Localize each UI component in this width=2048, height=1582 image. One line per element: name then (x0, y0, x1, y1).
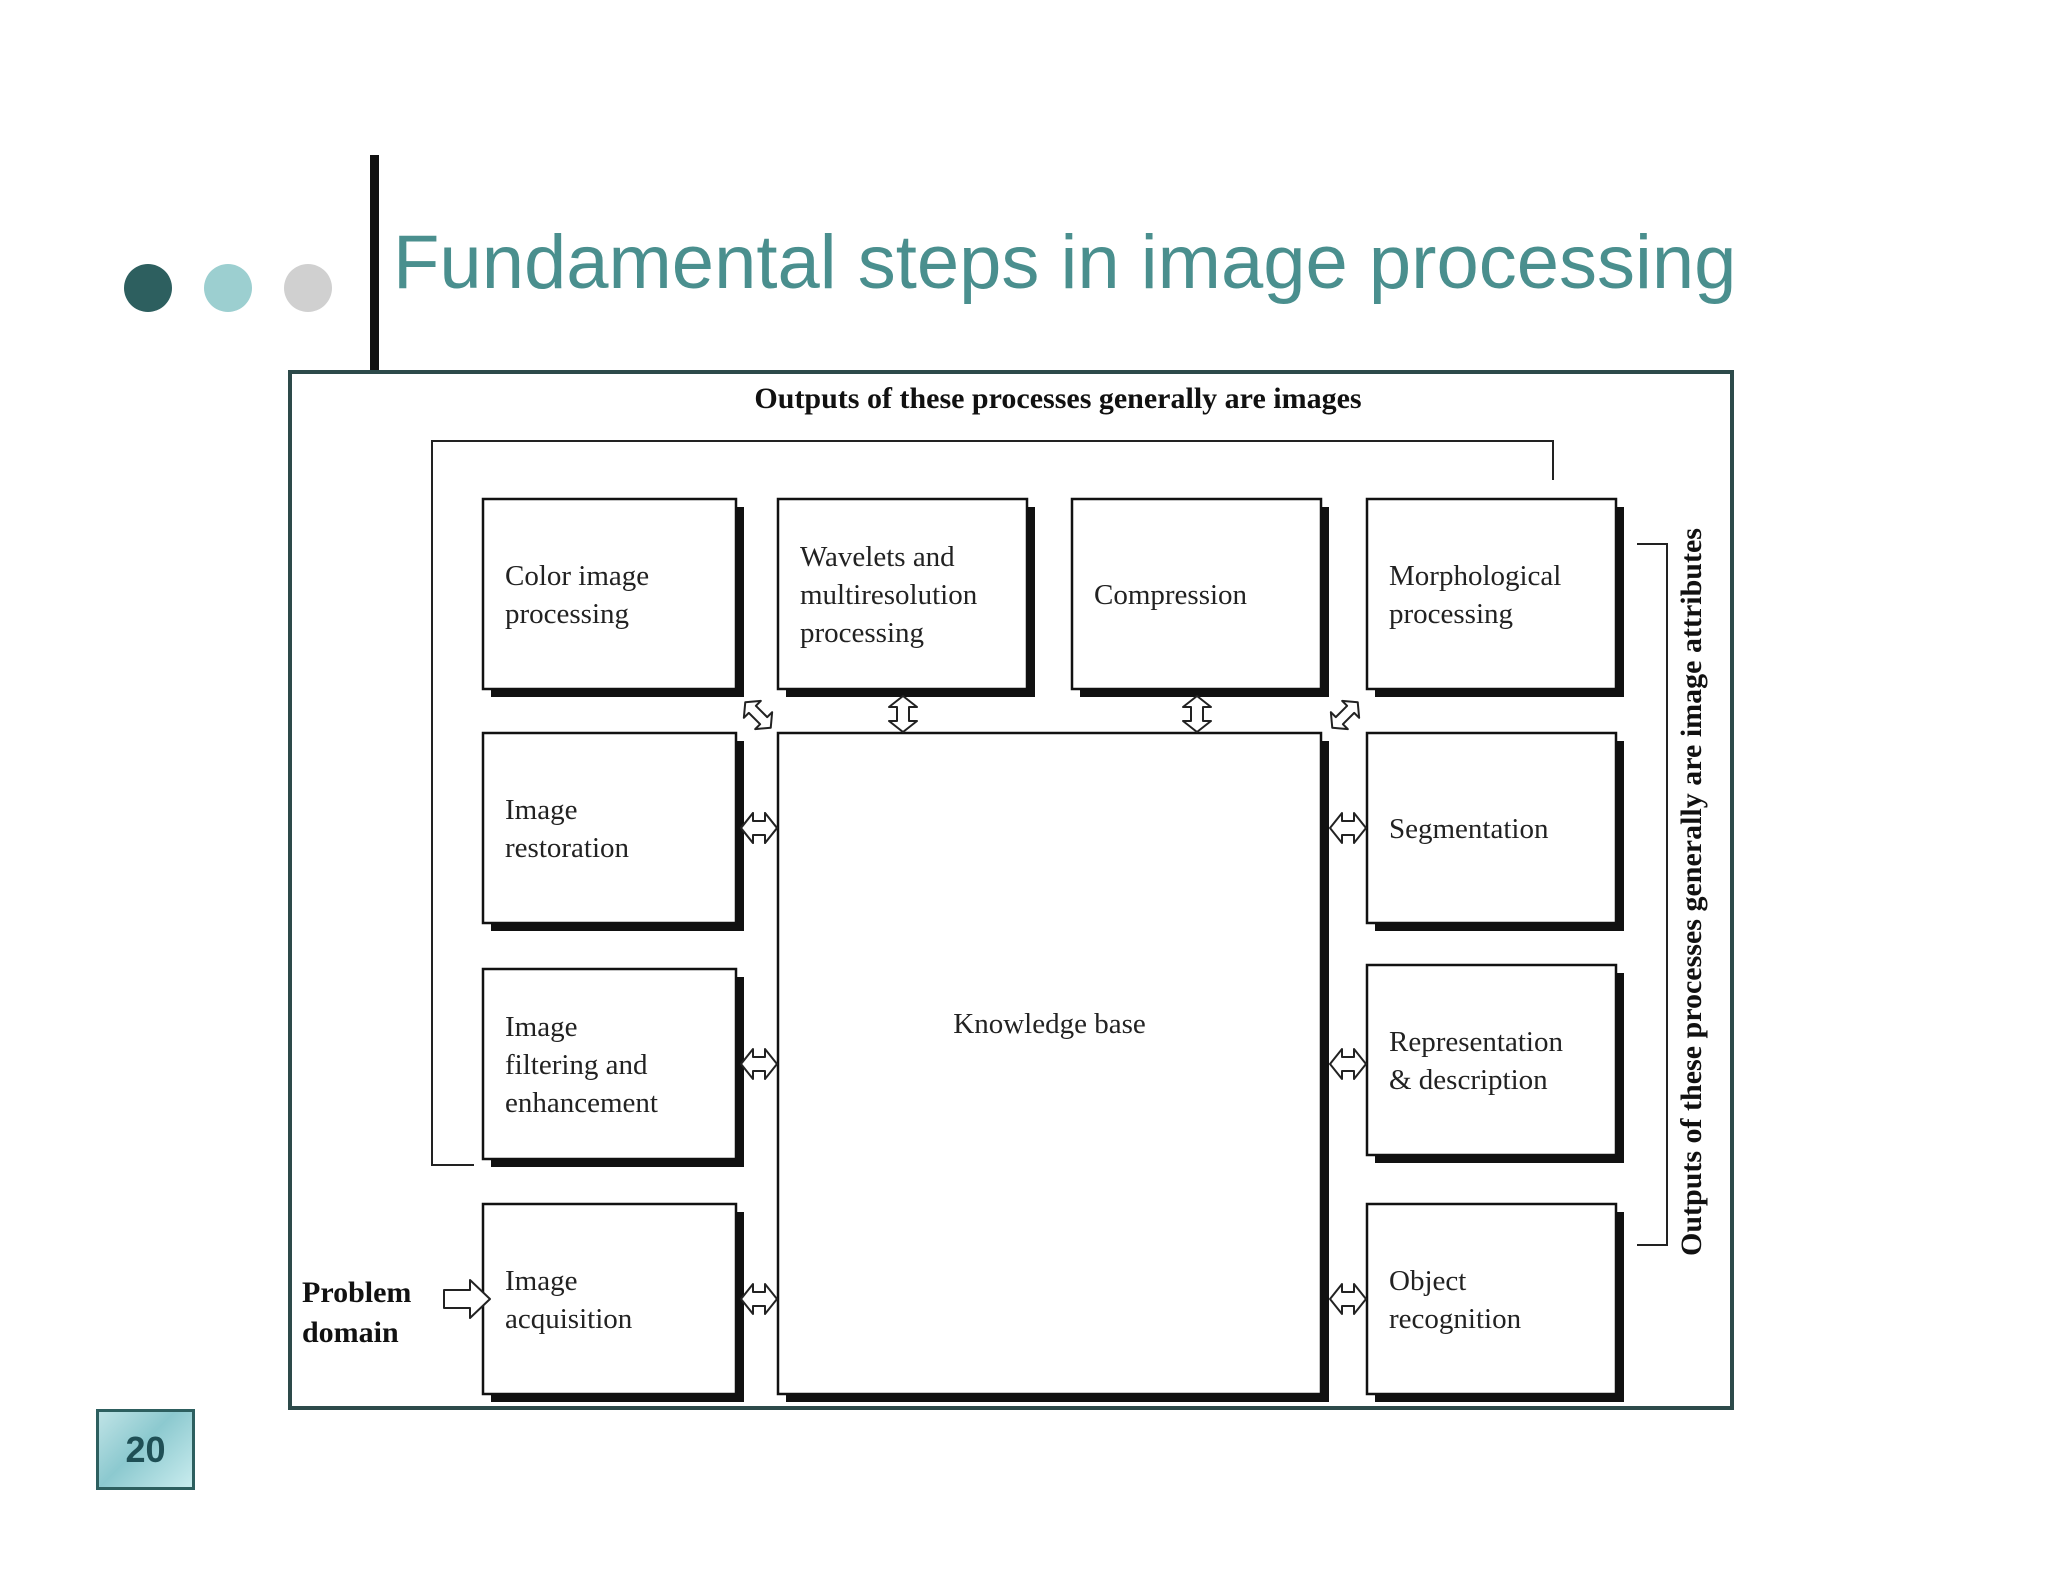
top-bidirectional-arrow (1182, 695, 1212, 733)
arrow-shape (742, 699, 774, 731)
box-label-line: Color image (505, 560, 649, 592)
problem-domain-label: Problem domain (302, 1276, 419, 1349)
left-bidirectional-arrow (740, 1283, 778, 1315)
slide-title: Fundamental steps in image processing (393, 220, 1737, 305)
acquisition-box: Image acquisition (481, 1202, 744, 1402)
box-label-line: & description (1389, 1064, 1548, 1096)
arrow-shape (1329, 699, 1361, 731)
gray-bullet (284, 264, 332, 312)
box-label-line: multiresolution (800, 579, 978, 611)
problem-domain-arrow (443, 1279, 491, 1319)
representation-box: Representation & description (1365, 963, 1624, 1163)
top-bidirectional-arrow (888, 695, 918, 733)
right-bidirectional-arrow (1329, 812, 1367, 844)
images-output-bracket (431, 440, 1554, 1166)
object-box: Object recognition (1365, 1202, 1624, 1402)
box-label-line: restoration (505, 832, 630, 864)
box-label: Knowledge base (953, 1008, 1145, 1040)
attributes-output-bracket (1637, 543, 1668, 1246)
box-label: Image restoration (505, 794, 630, 864)
page-number: 20 (125, 1428, 166, 1470)
right-bidirectional-arrow (1329, 1048, 1367, 1080)
restoration-box: Image restoration (481, 731, 744, 931)
box-label: Morphological processing (1389, 560, 1561, 630)
diagonal-arrow (1329, 699, 1361, 731)
diagram-canvas: Outputs of these processes generally are… (302, 382, 1708, 1402)
side-caption: Outputs of these processes generally are… (1675, 528, 1708, 1256)
box-face (776, 497, 1029, 691)
box-label-line: Segmentation (1389, 813, 1549, 845)
color-box: Color image processing (481, 497, 744, 697)
diagonal-arrow (742, 699, 774, 731)
box-label: Object recognition (1389, 1265, 1522, 1335)
box-label-line: Compression (1094, 579, 1248, 611)
problem-domain-line: domain (302, 1316, 399, 1349)
segmentation-box: Segmentation (1365, 731, 1624, 931)
box-label-line: Object (1389, 1265, 1466, 1297)
knowledge-base: Knowledge base (776, 731, 1329, 1402)
box-label: Segmentation (1389, 813, 1549, 845)
box-label-line: processing (800, 617, 924, 649)
box-face (481, 1202, 738, 1396)
connector-arrows (443, 695, 1367, 1319)
box-face (1365, 963, 1618, 1157)
box-label-line: Image (505, 1265, 577, 1297)
problem-domain-line: Problem (302, 1276, 411, 1309)
right-bidirectional-arrow (1329, 1283, 1367, 1315)
box-face (776, 731, 1323, 1396)
box-face (481, 731, 738, 925)
page-number-badge: 20 (96, 1409, 195, 1490)
box-face (1365, 1202, 1618, 1396)
filtering-box: Image filtering and enhancement (481, 967, 744, 1167)
box-label-line: acquisition (505, 1303, 633, 1335)
wavelets-box: Wavelets and multiresolution processing (776, 497, 1035, 697)
box-label-line: Knowledge base (953, 1008, 1145, 1040)
box-label-line: recognition (1389, 1303, 1522, 1335)
diagram-frame: Outputs of these processes generally are… (288, 370, 1734, 1410)
box-label-line: Image (505, 794, 577, 826)
process-boxes: Color image processing Wavelets and multire… (481, 497, 1624, 1402)
box-label: Wavelets and multiresolution processing (800, 541, 978, 649)
box-label-line: Morphological (1389, 560, 1561, 592)
left-bidirectional-arrow (740, 1048, 778, 1080)
box-label-line: Image (505, 1011, 577, 1043)
box-label-line: enhancement (505, 1087, 658, 1119)
box-face (1365, 497, 1618, 691)
box-label-line: Representation (1389, 1026, 1563, 1058)
left-bidirectional-arrow (740, 812, 778, 844)
box-label-line: processing (1389, 598, 1513, 630)
box-label: Color image processing (505, 560, 649, 630)
box-label-line: processing (505, 598, 629, 630)
compression-box: Compression (1070, 497, 1329, 697)
title-divider (370, 155, 379, 370)
box-face (1365, 731, 1618, 925)
top-caption: Outputs of these processes generally are… (754, 382, 1361, 415)
box-label: Image acquisition (505, 1265, 633, 1335)
box-label: Image filtering and enhancement (505, 1011, 658, 1119)
light-teal-bullet (204, 264, 252, 312)
morphological-box: Morphological processing (1365, 497, 1624, 697)
box-face (1070, 497, 1323, 691)
box-face (481, 967, 738, 1161)
box-face (481, 497, 738, 691)
dark-teal-bullet (124, 264, 172, 312)
box-label: Compression (1094, 579, 1248, 611)
box-label: Representation & description (1389, 1026, 1563, 1096)
box-label-line: Wavelets and (800, 541, 955, 573)
box-label-line: filtering and (505, 1049, 648, 1081)
